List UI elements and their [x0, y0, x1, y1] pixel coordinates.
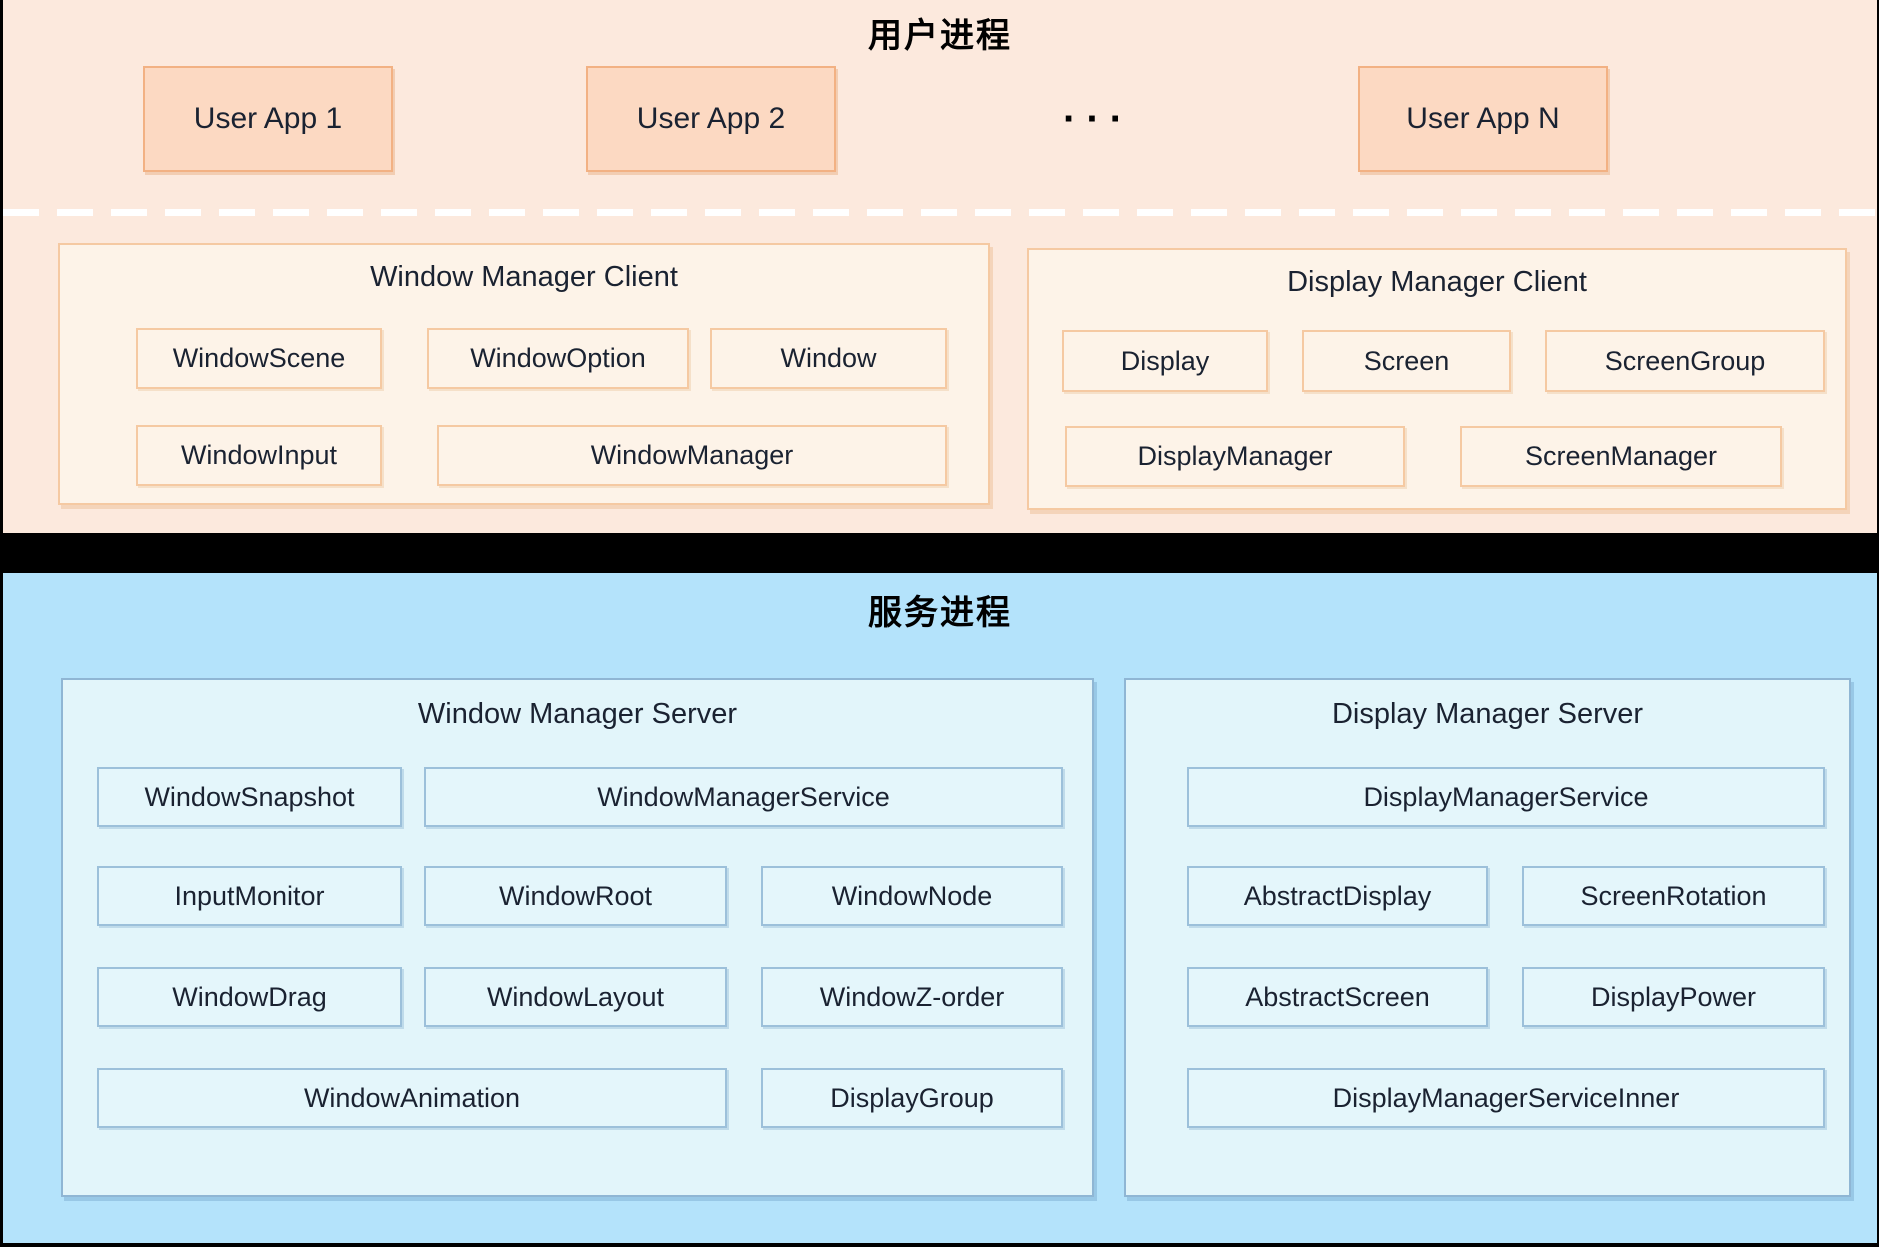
user-process-title: 用户进程: [868, 17, 1012, 55]
box-display-manager: DisplayManager: [1065, 426, 1405, 487]
user-apps-ellipsis: ···: [1063, 96, 1133, 141]
box-window: Window: [710, 328, 947, 389]
user-app-1-box: User App 1: [143, 66, 393, 172]
box-window-z-order: WindowZ-order: [761, 967, 1063, 1027]
box-abstract-screen: AbstractScreen: [1187, 967, 1488, 1027]
box-window-drag: WindowDrag: [97, 967, 402, 1027]
window-manager-client-container: Window Manager Client WindowScene Window…: [58, 243, 990, 505]
box-screen-rotation: ScreenRotation: [1522, 866, 1825, 926]
service-process-section: 服务进程 Window Manager Server WindowSnapsho…: [3, 573, 1877, 1243]
user-app-n-box: User App N: [1358, 66, 1608, 172]
box-window-node: WindowNode: [761, 866, 1063, 926]
window-manager-server-container: Window Manager Server WindowSnapshot Win…: [61, 678, 1094, 1197]
box-abstract-display: AbstractDisplay: [1187, 866, 1488, 926]
box-display: Display: [1062, 330, 1268, 392]
box-screen-manager: ScreenManager: [1460, 426, 1782, 487]
box-display-manager-service-inner: DisplayManagerServiceInner: [1187, 1068, 1825, 1128]
display-manager-server-container: Display Manager Server DisplayManagerSer…: [1124, 678, 1851, 1197]
box-window-animation: WindowAnimation: [97, 1068, 727, 1128]
window-manager-client-title: Window Manager Client: [370, 261, 678, 293]
display-manager-client-title: Display Manager Client: [1287, 266, 1587, 298]
box-window-root: WindowRoot: [424, 866, 727, 926]
window-manager-server-title: Window Manager Server: [417, 698, 738, 730]
box-screen: Screen: [1302, 330, 1511, 392]
service-process-title: 服务进程: [868, 594, 1012, 632]
display-manager-server-title: Display Manager Server: [1331, 698, 1644, 730]
box-window-manager: WindowManager: [437, 425, 947, 486]
box-display-power: DisplayPower: [1522, 967, 1825, 1027]
box-window-input: WindowInput: [136, 425, 382, 486]
display-manager-client-container: Display Manager Client Display Screen Sc…: [1027, 248, 1847, 510]
user-app-2-box: User App 2: [586, 66, 836, 172]
box-window-scene: WindowScene: [136, 328, 382, 389]
box-display-group: DisplayGroup: [761, 1068, 1063, 1128]
box-window-manager-service: WindowManagerService: [424, 767, 1063, 827]
user-process-section: 用户进程 User App 1 User App 2 ··· User App …: [3, 0, 1877, 533]
box-screen-group: ScreenGroup: [1545, 330, 1825, 392]
box-window-option: WindowOption: [427, 328, 689, 389]
box-input-monitor: InputMonitor: [97, 866, 402, 926]
box-window-layout: WindowLayout: [424, 967, 727, 1027]
box-display-manager-service: DisplayManagerService: [1187, 767, 1825, 827]
process-boundary-dashed-line: [3, 209, 1877, 216]
box-window-snapshot: WindowSnapshot: [97, 767, 402, 827]
